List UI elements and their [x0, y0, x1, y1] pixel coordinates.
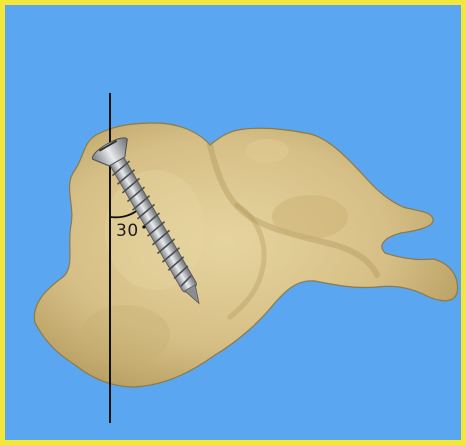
degree-dot	[142, 225, 145, 228]
angle-label: 30	[116, 221, 139, 241]
bone-specimen	[34, 123, 457, 387]
figure-canvas	[5, 5, 466, 445]
